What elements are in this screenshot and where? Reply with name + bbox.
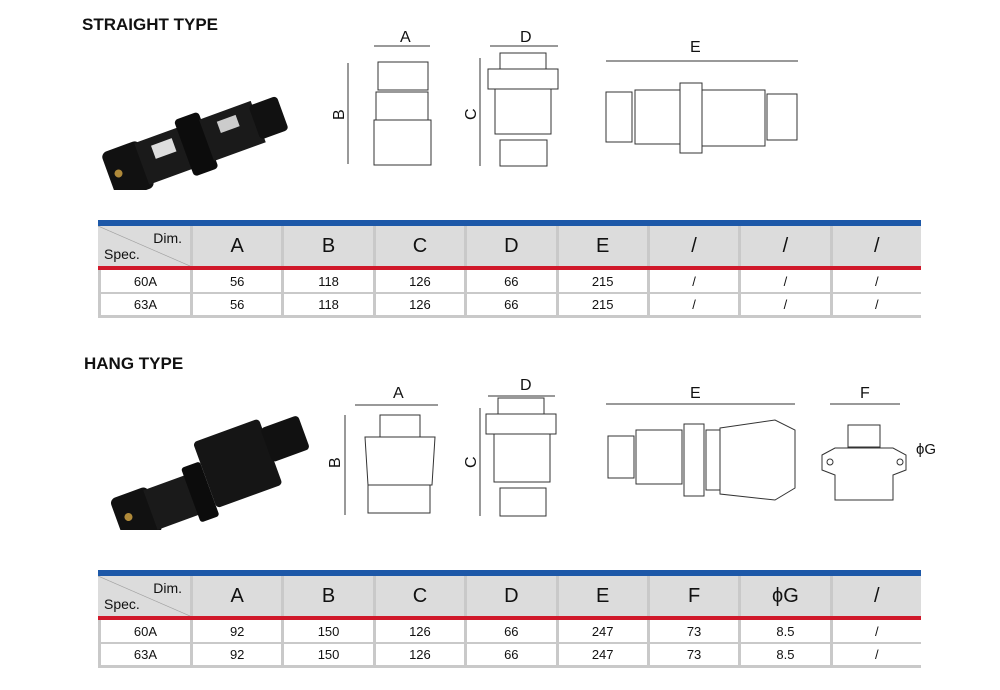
spec-label: Spec. xyxy=(104,596,140,612)
value-cell: / xyxy=(829,294,921,315)
header-cell: D xyxy=(464,576,555,616)
header-cell: F xyxy=(646,576,738,616)
label-e: E xyxy=(690,39,701,56)
value-cell: 126 xyxy=(372,294,465,315)
spec-cell: 63A xyxy=(98,294,190,315)
dim-label: Dim. xyxy=(153,580,182,596)
value-cell: / xyxy=(829,270,921,292)
value-cell: 118 xyxy=(281,294,373,315)
value-cell: 150 xyxy=(281,644,373,665)
value-cell: 56 xyxy=(190,270,282,292)
header-cell: E xyxy=(555,576,647,616)
hang-connector-photo xyxy=(111,416,309,530)
hang-spec-table: Dim. Spec. A B C D E F ϕG / 60A 92 150 12… xyxy=(98,570,921,668)
label-g: ϕG xyxy=(916,441,936,458)
header-cell: / xyxy=(738,226,829,266)
spec-label: Spec. xyxy=(104,246,140,262)
label-d: D xyxy=(520,377,532,394)
table-row: 60A 56 118 126 66 215 / / / xyxy=(98,270,921,294)
straight-connector-photo xyxy=(102,96,288,190)
table-header-row: Dim. Spec. A B C D E F ϕG / xyxy=(98,576,921,616)
value-cell: 73 xyxy=(646,644,739,665)
spec-cell: 60A xyxy=(98,270,190,292)
spec-cell: 63A xyxy=(98,644,190,665)
value-cell: / xyxy=(738,270,830,292)
value-cell: / xyxy=(829,620,921,642)
value-cell: / xyxy=(646,270,739,292)
value-cell: 56 xyxy=(190,294,282,315)
header-cell: C xyxy=(372,576,464,616)
table-header-row: Dim. Spec. A B C D E / / / xyxy=(98,226,921,266)
header-cell: D xyxy=(464,226,555,266)
table-row: 63A 92 150 126 66 247 73 8.5 / xyxy=(98,644,921,668)
straight-type-title: STRAIGHT TYPE xyxy=(82,15,219,34)
header-cell: / xyxy=(829,576,921,616)
label-c: C xyxy=(463,108,480,120)
label-a: A xyxy=(400,29,411,46)
table-row: 63A 56 118 126 66 215 / / / xyxy=(98,294,921,318)
value-cell: 118 xyxy=(281,270,373,292)
label-e: E xyxy=(690,385,701,402)
header-cell: B xyxy=(281,576,372,616)
value-cell: 126 xyxy=(372,644,465,665)
header-cell: C xyxy=(372,226,464,266)
label-c: C xyxy=(463,456,480,468)
straight-dimension-drawings: A B D C E xyxy=(331,29,798,167)
value-cell: 92 xyxy=(190,644,282,665)
spec-cell: 60A xyxy=(98,620,190,642)
header-cell: A xyxy=(190,576,281,616)
value-cell: 126 xyxy=(372,620,465,642)
value-cell: / xyxy=(738,294,830,315)
value-cell: 73 xyxy=(646,620,739,642)
corner-cell: Dim. Spec. xyxy=(98,226,190,266)
value-cell: 66 xyxy=(464,620,556,642)
header-cell: E xyxy=(555,226,647,266)
value-cell: 247 xyxy=(555,620,647,642)
straight-spec-table: Dim. Spec. A B C D E / / / 60A 56 118 126… xyxy=(98,220,921,318)
header-cell: A xyxy=(190,226,281,266)
value-cell: 66 xyxy=(464,270,556,292)
value-cell: 215 xyxy=(555,294,647,315)
hang-type-title: HANG TYPE xyxy=(84,354,184,373)
label-b: B xyxy=(327,457,344,468)
label-f: F xyxy=(860,385,870,402)
label-d: D xyxy=(520,29,532,46)
value-cell: 92 xyxy=(190,620,282,642)
hang-dimension-drawings: A B D C E F ϕG xyxy=(327,377,936,517)
value-cell: 247 xyxy=(555,644,647,665)
table-row: 60A 92 150 126 66 247 73 8.5 / xyxy=(98,620,921,644)
label-a: A xyxy=(393,385,404,402)
value-cell: 150 xyxy=(281,620,373,642)
header-cell: / xyxy=(646,226,738,266)
value-cell: 215 xyxy=(555,270,647,292)
value-cell: / xyxy=(646,294,739,315)
corner-cell: Dim. Spec. xyxy=(98,576,190,616)
value-cell: / xyxy=(829,644,921,665)
value-cell: 66 xyxy=(464,644,556,665)
value-cell: 8.5 xyxy=(738,620,830,642)
value-cell: 126 xyxy=(372,270,465,292)
header-cell: / xyxy=(829,226,921,266)
header-cell: ϕG xyxy=(738,576,829,616)
label-b: B xyxy=(331,109,348,120)
value-cell: 66 xyxy=(464,294,556,315)
dim-label: Dim. xyxy=(153,230,182,246)
header-cell: B xyxy=(281,226,372,266)
value-cell: 8.5 xyxy=(738,644,830,665)
